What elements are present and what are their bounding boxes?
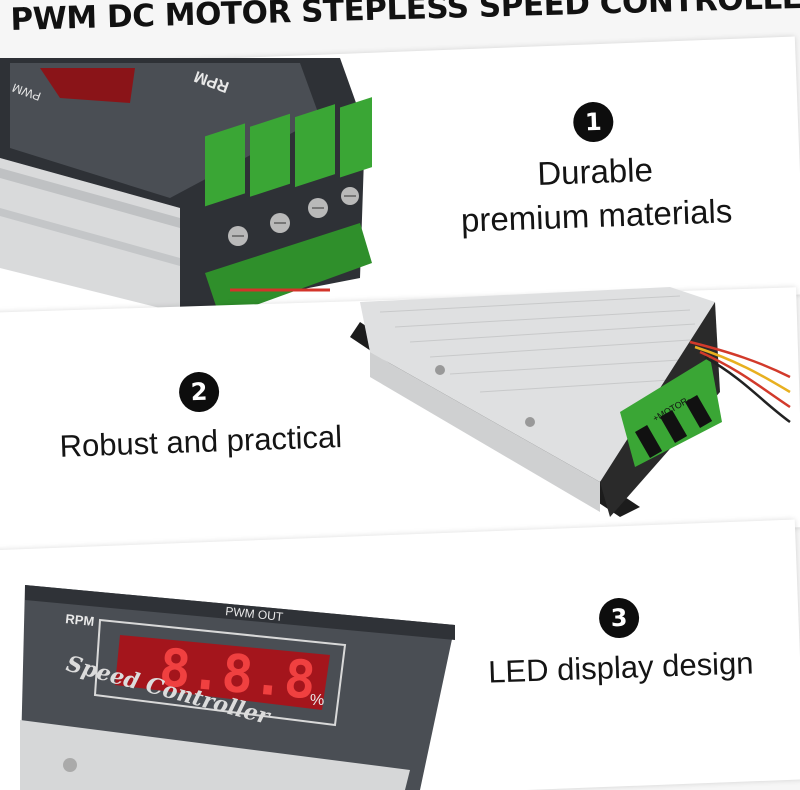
pwm-out-label: PWM OUT — [225, 604, 285, 624]
page-title: PWM DC MOTOR STEPLESS SPEED CONTROLLER — [10, 0, 800, 38]
badge-number-2: 2 — [178, 371, 220, 413]
feature-3: 3 LED display design — [468, 593, 771, 695]
green-terminal-block — [205, 97, 372, 246]
led-digits: 8.8.8 — [157, 638, 318, 711]
rpm-display-label: RPM — [65, 611, 95, 629]
led-display — [115, 635, 330, 710]
feature-1-text: Durable premium materials — [429, 144, 762, 243]
feature-1: 1 Durable premium materials — [428, 96, 763, 243]
controller-aluminum-photo: +MOTOR- — [350, 287, 791, 517]
feature-2: 2 Robust and practical — [38, 366, 361, 469]
percent-label: % — [310, 692, 324, 709]
badge-number-1: 1 — [572, 101, 615, 143]
controller-led-display-photo: 8.8.8 PWM OUT RPM % Speed Controller — [20, 585, 455, 790]
badge-number-3: 3 — [598, 597, 640, 639]
controller-terminal-photo: PWM RPM — [0, 58, 372, 318]
